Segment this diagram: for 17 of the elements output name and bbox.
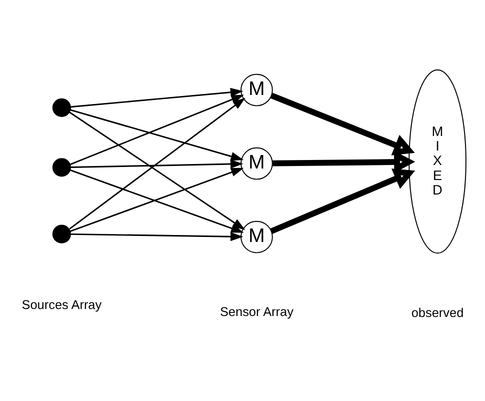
node-circle: M <box>240 74 273 106</box>
arrow <box>270 168 416 234</box>
node-circle <box>52 224 71 244</box>
arrow <box>70 88 244 108</box>
node-ellipse: MIXED <box>408 69 466 254</box>
label: Sources Array <box>22 296 102 312</box>
node-circle: M <box>240 220 273 254</box>
label: observed <box>411 304 464 320</box>
arrow <box>70 160 244 168</box>
arrow <box>70 94 244 165</box>
arrow <box>70 232 244 242</box>
node-circle <box>52 158 71 177</box>
node-circle <box>52 98 71 117</box>
arrow <box>70 109 244 161</box>
label: Sensor Array <box>220 304 294 319</box>
arrow <box>270 92 415 156</box>
node-circle: M <box>240 147 273 180</box>
